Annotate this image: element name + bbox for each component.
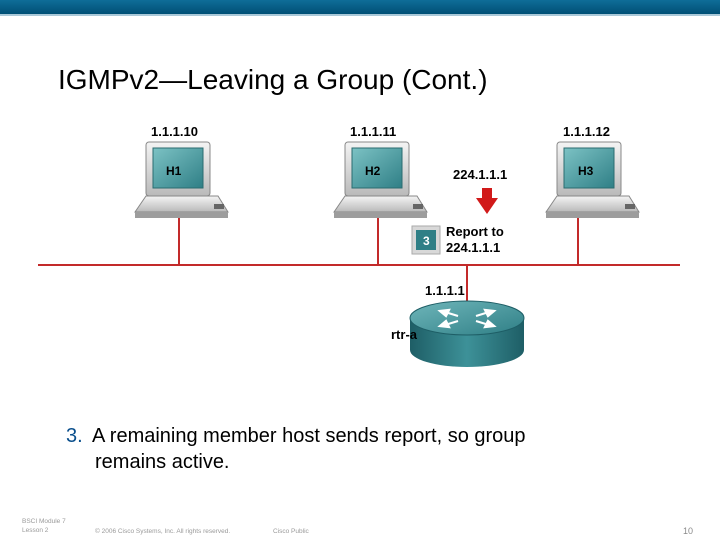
slide-title: IGMPv2—Leaving a Group (Cont.) [58,64,488,95]
host-h1-label: H1 [166,164,182,178]
step-badge-number: 3 [423,234,430,248]
host-h3-label: H3 [578,164,594,178]
bullet-number: 3. [66,425,83,447]
footer-course-line1: BSCI Module 7 [22,518,66,525]
footer-course-line2: Lesson 2 [22,527,49,534]
host-h3-computer [545,141,640,218]
host-h2-label: H2 [365,164,381,178]
page-number: 10 [683,526,694,536]
host-h2-computer [333,141,428,218]
step-badge [411,225,441,255]
host-h3-ip: 1.1.1.12 [563,124,610,139]
footer-copyright: © 2006 Cisco Systems, Inc. All rights re… [95,528,231,535]
host-h1-ip: 1.1.1.10 [151,124,198,139]
report-label-line2: 224.1.1.1 [446,240,501,255]
group-address-label: 224.1.1.1 [453,167,508,182]
router-name-label: rtr-a [391,327,418,342]
report-arrow [476,188,498,214]
bullet-line2: remains active. [95,451,230,473]
router-ip-label: 1.1.1.1 [425,283,465,298]
router-icon [409,300,525,367]
bullet-line1: A remaining member host sends report, so… [92,425,526,447]
footer-classification: Cisco Public [273,528,309,535]
bullet-point: 3. A remaining member host sends report, … [66,423,666,475]
network-diagram [38,141,680,367]
top-banner [0,0,720,14]
host-h2-ip: 1.1.1.11 [350,124,397,139]
host-h1-computer [134,141,229,218]
report-label-line1: Report to [446,224,504,239]
top-banner-rule [0,14,720,16]
